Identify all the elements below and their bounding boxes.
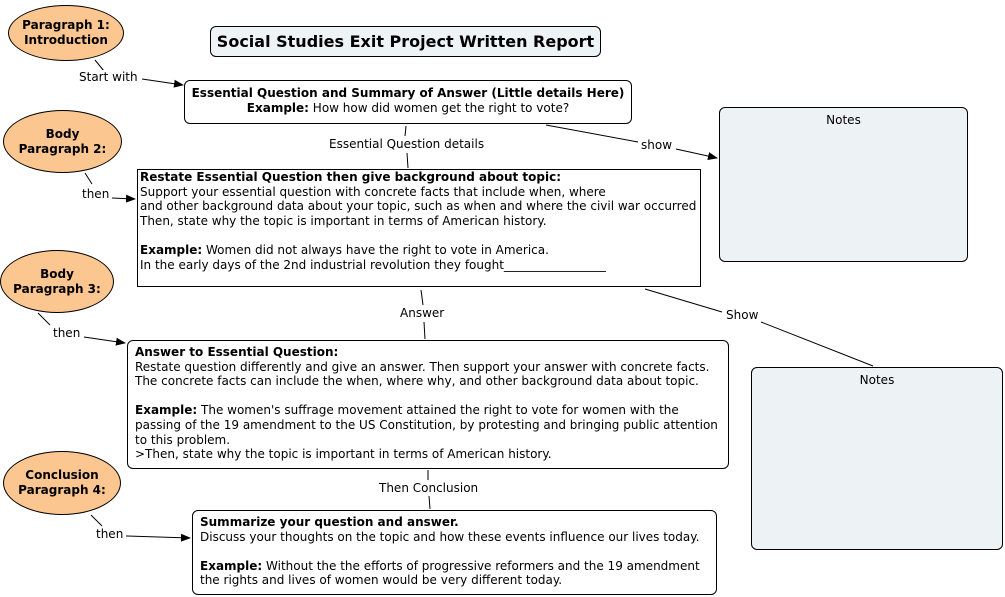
intro-example-text: How how did women get the right to vote? bbox=[308, 100, 570, 115]
connector-then-p2-b bbox=[111, 194, 136, 203]
oval-body-paragraph-2: Body Paragraph 2: bbox=[3, 110, 122, 173]
link-label-then-p3: then bbox=[51, 326, 83, 340]
conclusion-text: Discuss your thoughts on the topic and h… bbox=[200, 529, 700, 544]
connector-show-top-b bbox=[675, 148, 718, 160]
body3-heading: Answer to Essential Question: bbox=[135, 345, 339, 359]
oval-paragraph-1-introduction: Paragraph 1: Introduction bbox=[8, 5, 124, 61]
connector-eq-details-b bbox=[406, 152, 409, 169]
oval-body-paragraph-3: Body Paragraph 3: bbox=[0, 250, 114, 313]
connector-then-p4-a bbox=[90, 514, 103, 527]
connector-start-with-b bbox=[141, 78, 184, 88]
body2-text: Support your essential question with con… bbox=[140, 184, 697, 228]
body-paragraph-3-box: Answer to Essential Question: Restate qu… bbox=[127, 340, 729, 469]
body-paragraph-2-box: Restate Essential Question then give bac… bbox=[137, 169, 701, 287]
conclusion-heading: Summarize your question and answer. bbox=[200, 515, 459, 529]
body2-heading: Restate Essential Question then give bac… bbox=[140, 170, 562, 184]
conclusion-example: Example: Without the the efforts of prog… bbox=[200, 559, 709, 588]
body2-example-label: Example: bbox=[140, 242, 203, 257]
oval-conclusion-paragraph-4: Conclusion Paragraph 4: bbox=[3, 451, 121, 515]
body3-example-text: The women's suffrage movement attained t… bbox=[135, 403, 718, 447]
connector-show-top-a bbox=[545, 124, 639, 143]
connector-then-conclusion-b bbox=[428, 495, 431, 510]
body2-example: Example: Women did not always have the r… bbox=[140, 243, 698, 258]
intro-heading: Essential Question and Summary of Answer… bbox=[191, 86, 625, 100]
link-label-start-with: Start with bbox=[77, 70, 140, 84]
notes-box-top: Notes bbox=[719, 107, 968, 262]
connector-answer-a bbox=[420, 289, 424, 306]
connector-then-p3-b bbox=[83, 336, 126, 346]
connector-show-bottom-a bbox=[644, 288, 723, 313]
intro-example: Example: How how did women get the right… bbox=[191, 101, 625, 116]
body3-text: Restate question differently and give an… bbox=[135, 359, 710, 389]
notes-box-bottom: Notes bbox=[751, 367, 1003, 550]
conclusion-box: Summarize your question and answer. Disc… bbox=[192, 510, 717, 595]
connector-then-p2-a bbox=[84, 172, 93, 185]
link-label-essential-question-details: Essential Question details bbox=[327, 137, 487, 151]
body3-example-line2: >Then, state why the topic is important … bbox=[135, 447, 552, 462]
body3-example-label: Example: bbox=[135, 403, 198, 418]
body3-example: Example: The women's suffrage movement a… bbox=[135, 403, 721, 447]
link-label-show-bottom: Show bbox=[724, 308, 761, 322]
link-label-show-top: show bbox=[639, 138, 675, 152]
connector-answer-b bbox=[423, 321, 426, 340]
connector-then-p4-b bbox=[125, 533, 191, 542]
conclusion-example-text: Without the the efforts of progressive r… bbox=[200, 558, 700, 588]
intro-example-label: Example: bbox=[246, 100, 309, 115]
connector-show-bottom-b bbox=[760, 321, 874, 367]
intro-box: Essential Question and Summary of Answer… bbox=[184, 80, 632, 124]
body2-example-line2: In the early days of the 2nd industrial … bbox=[140, 257, 606, 272]
conclusion-example-label: Example: bbox=[200, 558, 263, 573]
page-title: Social Studies Exit Project Written Repo… bbox=[210, 26, 601, 57]
connector-eq-details-a bbox=[404, 125, 407, 137]
link-label-then-p4: then bbox=[94, 527, 126, 541]
link-label-then-conclusion: Then Conclusion bbox=[377, 481, 481, 495]
body2-example-text: Women did not always have the right to v… bbox=[202, 242, 549, 257]
connector-then-p3-a bbox=[37, 312, 51, 326]
link-label-answer: Answer bbox=[398, 306, 447, 320]
link-label-then-p2: then bbox=[80, 187, 112, 201]
